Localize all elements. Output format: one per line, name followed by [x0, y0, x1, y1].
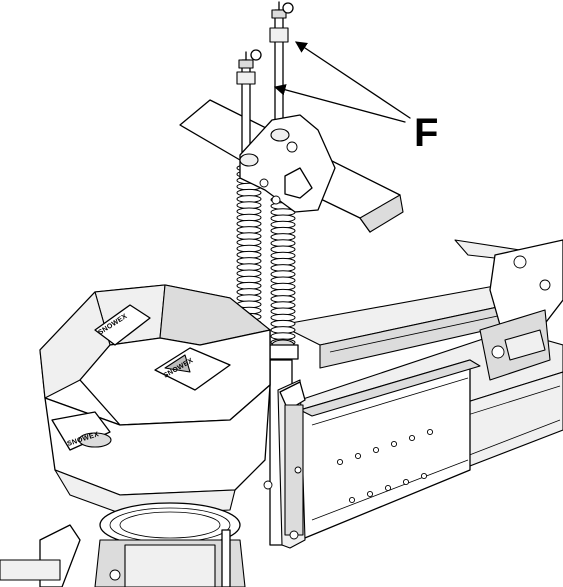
- slotted-channel: [299, 359, 481, 541]
- hopper-lid: [39, 284, 271, 426]
- callout-f: F: [273, 41, 438, 155]
- spinner-base: [0, 502, 246, 587]
- callout-arrow-upper: [295, 41, 411, 119]
- spring-rod-left: [236, 49, 262, 171]
- spring-mount-bracket: [239, 114, 336, 213]
- callout-label: F: [414, 111, 438, 155]
- spring-rod-right: [269, 1, 294, 131]
- pivot-bracket-right: [454, 239, 563, 381]
- callout-arrow-lower: [273, 84, 406, 123]
- mounting-post: [263, 359, 306, 549]
